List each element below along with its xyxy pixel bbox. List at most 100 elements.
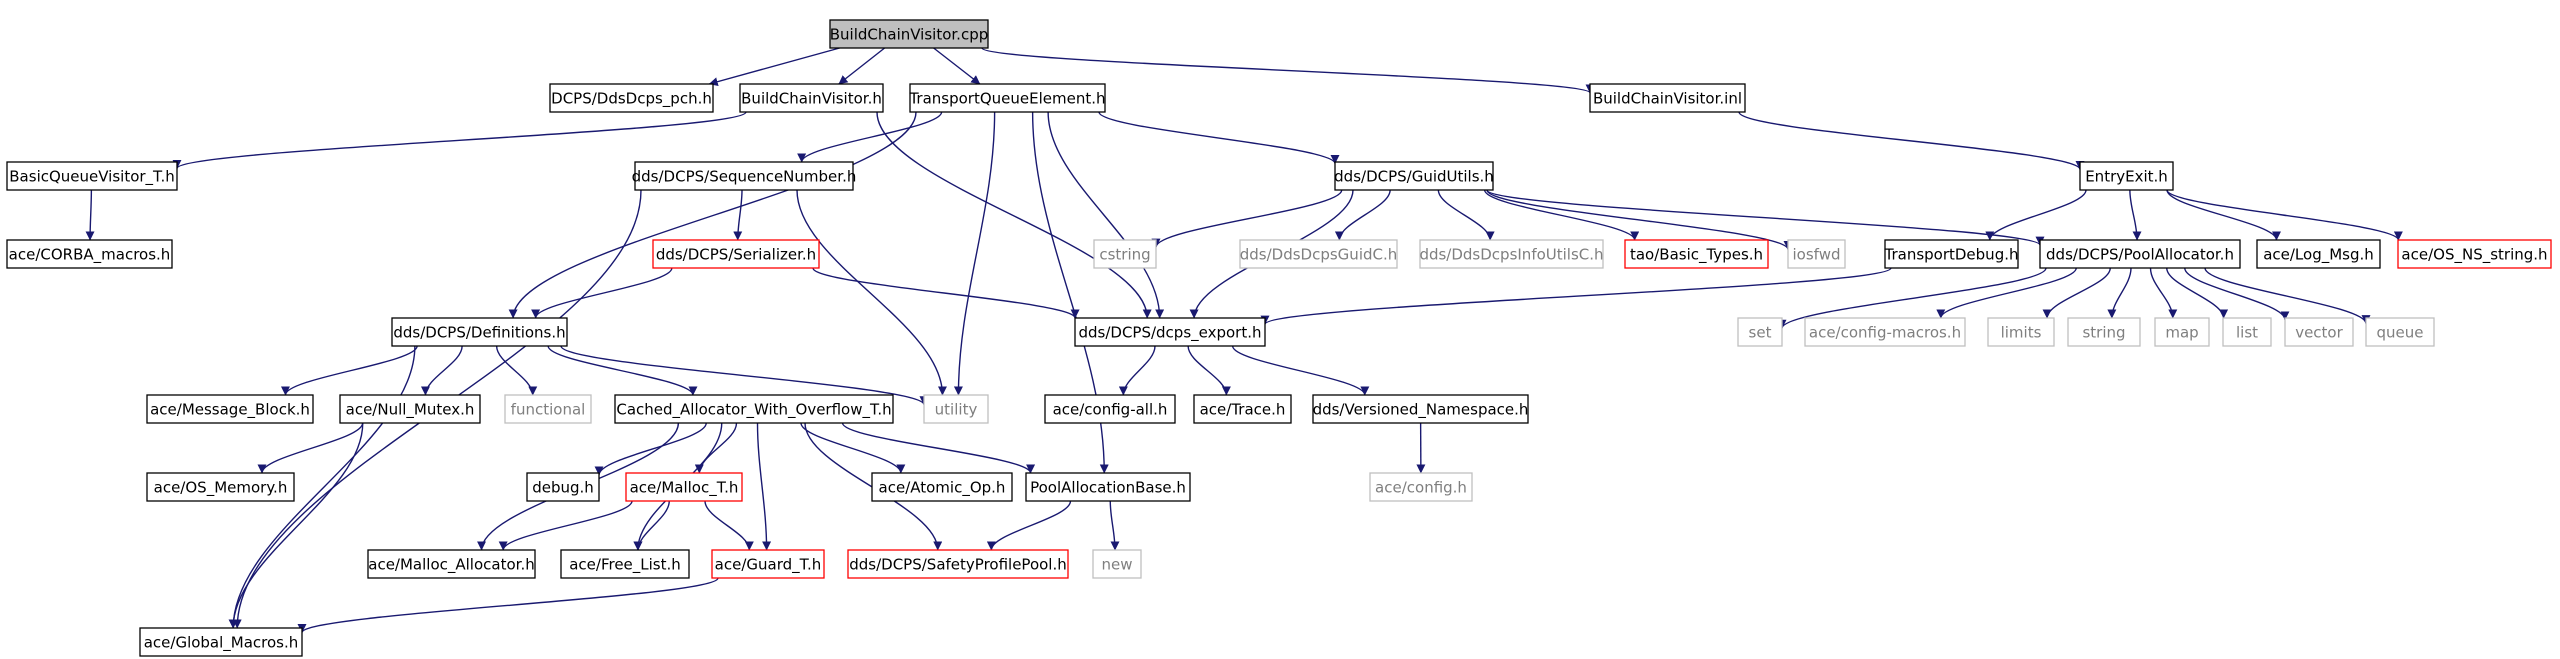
node-label: BuildChainVisitor.inl — [1593, 90, 1742, 108]
node-infoc[interactable]: dds/DdsDcpsInfoUtilsC.h — [1419, 239, 1604, 269]
node-limits[interactable]: limits — [1987, 317, 2055, 347]
edge-defs-to-cached — [547, 345, 698, 396]
node-mallocalloc[interactable]: ace/Malloc_Allocator.h — [367, 549, 536, 579]
node-label: dds/DCPS/dcps_export.h — [1078, 324, 1261, 343]
node-iosfwd[interactable]: iosfwd — [1787, 239, 1846, 269]
node-label: queue — [2377, 324, 2424, 342]
edge-export-to-trace — [1187, 345, 1231, 396]
node-guidc[interactable]: dds/DdsDcpsGuidC.h — [1239, 239, 1398, 269]
node-cached[interactable]: Cached_Allocator_With_Overflow_T.h — [614, 394, 894, 424]
node-box — [1074, 317, 1266, 347]
node-seq[interactable]: dds/DCPS/SequenceNumber.h — [632, 161, 857, 191]
node-pab[interactable]: PoolAllocationBase.h — [1025, 472, 1191, 502]
node-string[interactable]: string — [2067, 317, 2141, 347]
edge-bqv-to-corba — [85, 189, 95, 241]
node-pch[interactable]: DCPS/DdsDcps_pch.h — [549, 83, 714, 113]
node-corba[interactable]: ace/CORBA_macros.h — [6, 239, 173, 269]
node-bqv[interactable]: BasicQueueVisitor_T.h — [6, 161, 178, 191]
edge-export-to-vns — [1231, 345, 1370, 396]
edge-cached-to-pab — [841, 422, 1035, 474]
node-box — [1312, 394, 1529, 424]
node-box — [560, 549, 690, 579]
edge-root-to-bcv — [838, 47, 886, 85]
node-entry[interactable]: EntryExit.h — [2079, 161, 2174, 191]
node-logmsg[interactable]: ace/Log_Msg.h — [2256, 239, 2381, 269]
node-box — [1239, 239, 1398, 269]
node-tqe[interactable]: TransportQueueElement.h — [908, 83, 1106, 113]
edge-defs-to-functional — [495, 345, 538, 396]
node-queue[interactable]: queue — [2365, 317, 2435, 347]
node-osns[interactable]: ace/OS_NS_string.h — [2397, 239, 2552, 269]
node-box — [625, 472, 743, 502]
node-safety[interactable]: dds/DCPS/SafetyProfilePool.h — [847, 549, 1069, 579]
node-label: vector — [2295, 324, 2343, 342]
node-nullmx[interactable]: ace/Null_Mutex.h — [339, 394, 481, 424]
node-label: ace/Malloc_T.h — [630, 479, 739, 498]
node-label: dds/DCPS/GuidUtils.h — [1334, 168, 1494, 186]
node-atomic[interactable]: ace/Atomic_Op.h — [871, 472, 1013, 502]
node-set[interactable]: set — [1737, 317, 1783, 347]
edge-nullmx-to-osmem — [257, 422, 364, 474]
node-label: BuildChainVisitor.h — [741, 90, 882, 108]
node-new[interactable]: new — [1092, 549, 1142, 579]
node-guid[interactable]: dds/DCPS/GuidUtils.h — [1334, 161, 1494, 191]
node-malloc[interactable]: ace/Malloc_T.h — [625, 472, 743, 502]
node-pool[interactable]: dds/DCPS/PoolAllocator.h — [2039, 239, 2241, 269]
node-label: dds/DdsDcpsGuidC.h — [1240, 246, 1398, 264]
node-cfgall[interactable]: ace/config-all.h — [1044, 394, 1176, 424]
edge-entry-to-logmsg — [2166, 189, 2281, 241]
node-box — [1624, 239, 1769, 269]
node-utility[interactable]: utility — [923, 394, 989, 424]
node-root[interactable]: BuildChainVisitor.cpp — [829, 19, 989, 49]
node-box — [2256, 239, 2381, 269]
node-functional[interactable]: functional — [504, 394, 592, 424]
node-freelist[interactable]: ace/Free_List.h — [560, 549, 690, 579]
node-label: ace/Global_Macros.h — [144, 634, 299, 653]
node-basic[interactable]: tao/Basic_Types.h — [1624, 239, 1769, 269]
node-label: ace/Atomic_Op.h — [879, 479, 1006, 498]
node-label: ace/CORBA_macros.h — [9, 246, 171, 265]
edge-guid-to-iosfwd — [1486, 189, 1793, 250]
node-list[interactable]: list — [2222, 317, 2272, 347]
node-vector[interactable]: vector — [2284, 317, 2354, 347]
node-tdbg[interactable]: TransportDebug.h — [1884, 239, 2019, 269]
edge-guid-to-infoc — [1437, 189, 1495, 241]
node-bcv[interactable]: BuildChainVisitor.h — [739, 83, 884, 113]
node-box — [1025, 472, 1191, 502]
node-label: DCPS/DdsDcps_pch.h — [551, 90, 712, 109]
edge-cached-to-atomic — [800, 422, 906, 474]
node-msgblk[interactable]: ace/Message_Block.h — [146, 394, 314, 424]
edge-tdbg-to-export — [1260, 267, 1892, 325]
node-debug[interactable]: debug.h — [526, 472, 600, 502]
node-box — [829, 19, 989, 49]
edge-pool-to-map — [2149, 267, 2178, 319]
node-cstring[interactable]: cstring — [1093, 239, 1157, 269]
node-label: map — [2165, 324, 2198, 342]
node-label: ace/Message_Block.h — [150, 401, 310, 420]
node-global[interactable]: ace/Global_Macros.h — [139, 627, 303, 657]
edge-entry-to-pool — [2129, 189, 2142, 241]
node-label: ace/Free_List.h — [569, 556, 681, 575]
edge-pab-to-new — [1109, 500, 1120, 551]
node-guard[interactable]: ace/Guard_T.h — [711, 549, 825, 579]
edge-cached-to-malloc — [694, 422, 738, 474]
node-ser[interactable]: dds/DCPS/Serializer.h — [652, 239, 820, 269]
node-inl[interactable]: BuildChainVisitor.inl — [1589, 83, 1746, 113]
node-box — [146, 394, 314, 424]
node-label: set — [1749, 324, 1772, 342]
edge-malloc-to-freelist — [633, 500, 670, 551]
node-cfgmac[interactable]: ace/config-macros.h — [1804, 317, 1966, 347]
node-defs[interactable]: dds/DCPS/Definitions.h — [391, 317, 568, 347]
node-label: BasicQueueVisitor_T.h — [9, 168, 174, 187]
edge-pool-to-set — [1777, 267, 2047, 329]
node-vns[interactable]: dds/Versioned_Namespace.h — [1312, 394, 1529, 424]
node-label: dds/DCPS/SafetyProfilePool.h — [849, 556, 1067, 574]
node-config[interactable]: ace/config.h — [1369, 472, 1473, 502]
node-export[interactable]: dds/DCPS/dcps_export.h — [1074, 317, 1266, 347]
edge-pool-to-queue — [2204, 267, 2371, 325]
node-osmem[interactable]: ace/OS_Memory.h — [146, 472, 295, 502]
node-box — [652, 239, 820, 269]
node-box — [1092, 549, 1142, 579]
node-trace[interactable]: ace/Trace.h — [1193, 394, 1292, 424]
node-map[interactable]: map — [2154, 317, 2210, 347]
